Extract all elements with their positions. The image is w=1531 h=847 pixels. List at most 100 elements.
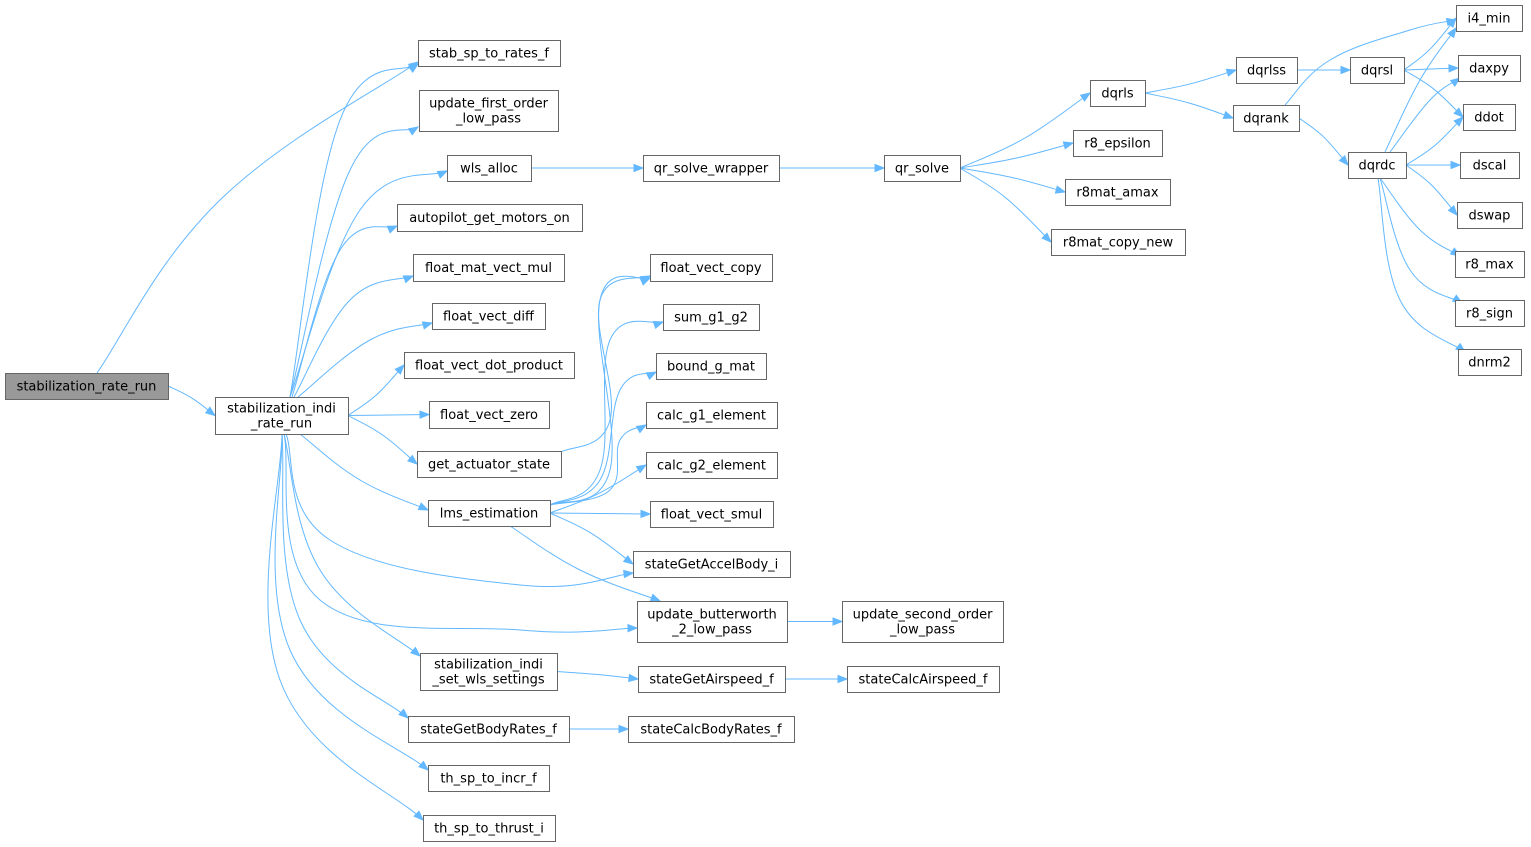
node-box[interactable]	[884, 155, 961, 182]
node-box[interactable]	[1457, 202, 1523, 229]
node-update-first-order-low-pass[interactable]: update_first_order_low_pass	[419, 90, 559, 132]
node-box[interactable]	[637, 601, 788, 643]
arrowhead-icon	[413, 810, 424, 821]
node-i4-min[interactable]: i4_min	[1456, 5, 1523, 32]
node-box[interactable]	[633, 551, 791, 578]
node-box[interactable]	[413, 254, 565, 282]
node-label: dqrlss	[1247, 64, 1286, 79]
node-box[interactable]	[842, 601, 1004, 643]
node-box[interactable]	[1051, 229, 1186, 256]
node-float-vect-copy[interactable]: float_vect_copy	[650, 254, 773, 282]
arrowhead-icon	[635, 464, 648, 474]
node-box[interactable]	[1233, 105, 1300, 132]
node-box[interactable]	[418, 40, 561, 67]
node-qr-solve-wrapper[interactable]: qr_solve_wrapper	[643, 155, 780, 182]
edge-dqrdc-to-i4-min	[1384, 26, 1457, 153]
node-th-sp-to-incr-f[interactable]: th_sp_to_incr_f	[428, 765, 550, 792]
node-update-second-order-low-pass[interactable]: update_second_order_low_pass	[842, 601, 1004, 643]
node-calc-g2-element[interactable]: calc_g2_element	[646, 452, 778, 479]
node-dswap[interactable]: dswap	[1457, 202, 1523, 229]
node-box[interactable]	[663, 304, 760, 331]
node-statecalcairspeed-f[interactable]: stateCalcAirspeed_f	[847, 666, 1000, 693]
node-box[interactable]	[1458, 349, 1522, 376]
node-dnrm2[interactable]: dnrm2	[1458, 349, 1522, 376]
node-box[interactable]	[417, 451, 562, 478]
node-float-vect-diff[interactable]: float_vect_diff	[432, 303, 546, 330]
node-box[interactable]	[1073, 130, 1163, 157]
arrowhead-icon	[837, 674, 849, 684]
node-box[interactable]	[5, 373, 169, 400]
node-th-sp-to-thrust-i[interactable]: th_sp_to_thrust_i	[423, 815, 556, 842]
node-sum-g1-g2[interactable]: sum_g1_g2	[663, 304, 760, 331]
node-calc-g1-element[interactable]: calc_g1_element	[646, 402, 778, 429]
node-box[interactable]	[638, 666, 786, 693]
node-box[interactable]	[1348, 152, 1407, 179]
node-float-vect-zero[interactable]: float_vect_zero	[429, 401, 550, 429]
node-box[interactable]	[420, 653, 558, 691]
node-stabilization-rate-run[interactable]: stabilization_rate_run	[5, 373, 169, 400]
node-box[interactable]	[1065, 179, 1171, 206]
node-box[interactable]	[428, 765, 550, 792]
node-statecalcbodyrates-f[interactable]: stateCalcBodyRates_f	[628, 716, 795, 743]
node-float-vect-dot-product[interactable]: float_vect_dot_product	[404, 352, 575, 379]
node-box[interactable]	[1456, 5, 1523, 32]
node-box[interactable]	[1455, 251, 1525, 278]
edge-qr-solve-to-dqrls	[959, 92, 1092, 169]
node-r8mat-amax[interactable]: r8mat_amax	[1065, 179, 1171, 206]
node-dscal[interactable]: dscal	[1460, 152, 1520, 179]
node-r8-max[interactable]: r8_max	[1455, 251, 1525, 278]
node-get-actuator-state[interactable]: get_actuator_state	[417, 451, 562, 478]
node-lms-estimation[interactable]: lms_estimation	[428, 500, 551, 527]
node-wls-alloc[interactable]: wls_alloc	[447, 155, 532, 182]
edge-wls-alloc-to-qr-solve-wrapper	[531, 163, 645, 173]
node-float-mat-vect-mul[interactable]: float_mat_vect_mul	[413, 254, 565, 282]
node-box[interactable]	[656, 353, 767, 380]
node-stategetbodyrates-f[interactable]: stateGetBodyRates_f	[408, 716, 570, 743]
node-box[interactable]	[628, 716, 795, 743]
node-box[interactable]	[1460, 152, 1520, 179]
node-ddot[interactable]: ddot	[1463, 104, 1516, 131]
node-qr-solve[interactable]: qr_solve	[884, 155, 961, 182]
node-box[interactable]	[408, 716, 570, 743]
node-dqrdc[interactable]: dqrdc	[1348, 152, 1407, 179]
node-box[interactable]	[650, 254, 773, 282]
node-dqrank[interactable]: dqrank	[1233, 105, 1300, 132]
node-box[interactable]	[650, 501, 774, 528]
node-float-vect-smul[interactable]: float_vect_smul	[650, 501, 774, 528]
node-r8-epsilon[interactable]: r8_epsilon	[1073, 130, 1163, 157]
node-box[interactable]	[404, 352, 575, 379]
node-dqrsl[interactable]: dqrsl	[1350, 57, 1405, 84]
node-box[interactable]	[847, 666, 1000, 693]
node-box[interactable]	[423, 815, 556, 842]
node-dqrls[interactable]: dqrls	[1090, 80, 1146, 107]
node-box[interactable]	[419, 90, 559, 132]
node-box[interactable]	[646, 402, 778, 429]
node-box[interactable]	[1463, 104, 1516, 131]
node-box[interactable]	[429, 401, 550, 429]
node-daxpy[interactable]: daxpy	[1458, 55, 1521, 82]
node-box[interactable]	[643, 155, 780, 182]
node-box[interactable]	[1455, 300, 1525, 327]
node-box[interactable]	[432, 303, 546, 330]
node-stabilization-indi-rate-run[interactable]: stabilization_indi_rate_run	[215, 397, 349, 435]
node-stabilization-indi-set-wls-settings[interactable]: stabilization_indi_set_wls_settings	[420, 653, 558, 691]
node-box[interactable]	[397, 204, 583, 232]
node-box[interactable]	[1350, 57, 1405, 84]
node-stab-sp-to-rates-f[interactable]: stab_sp_to_rates_f	[418, 40, 561, 67]
node-box[interactable]	[1458, 55, 1521, 82]
node-dqrlss[interactable]: dqrlss	[1236, 57, 1298, 84]
node-label: float_mat_vect_mul	[425, 261, 552, 276]
node-autopilot-get-motors-on[interactable]: autopilot_get_motors_on	[397, 204, 583, 232]
node-box[interactable]	[428, 500, 551, 527]
node-box[interactable]	[1236, 57, 1298, 84]
node-stategetaccelbody-i[interactable]: stateGetAccelBody_i	[633, 551, 791, 578]
node-box[interactable]	[447, 155, 532, 182]
node-box[interactable]	[646, 452, 778, 479]
node-stategetairspeed-f[interactable]: stateGetAirspeed_f	[638, 666, 786, 693]
node-box[interactable]	[1090, 80, 1146, 107]
node-update-butterworth-2-low-pass[interactable]: update_butterworth_2_low_pass	[637, 601, 788, 643]
node-r8-sign[interactable]: r8_sign	[1455, 300, 1525, 327]
node-box[interactable]	[215, 397, 349, 435]
node-bound-g-mat[interactable]: bound_g_mat	[656, 353, 767, 380]
node-r8mat-copy-new[interactable]: r8mat_copy_new	[1051, 229, 1186, 256]
